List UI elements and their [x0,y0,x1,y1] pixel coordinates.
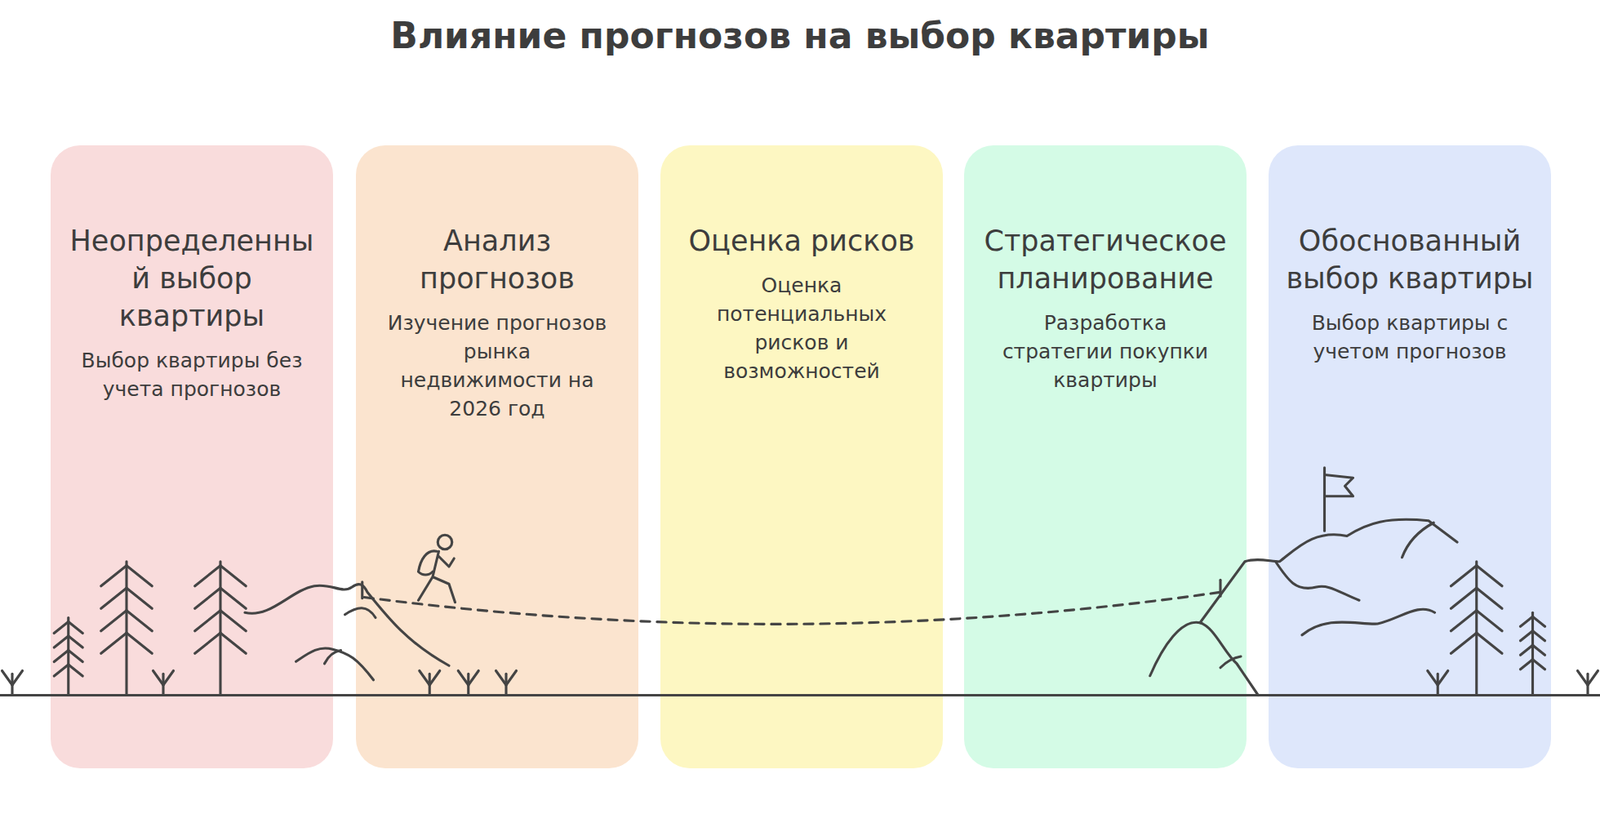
stroke [124,561,128,696]
stroke [101,565,127,587]
stroke [126,565,152,587]
hiker [418,534,456,603]
stage-heading: Стратегическое планирование [975,222,1236,298]
stroke [1476,565,1503,587]
stage-description: Выбор квартиры с учетом прогнозов [1293,308,1527,366]
stroke [126,587,152,609]
stroke [101,632,127,654]
stroke [1577,671,1589,686]
stage-column: Неопределенный выбор квартирыВыбор кварт… [50,145,334,769]
stroke [1476,610,1503,632]
stage-description: Выбор квартиры без учета прогнозов [75,346,309,404]
stage-heading: Неопределенный выбор квартиры [62,222,322,335]
dashed-path [364,591,1221,624]
stroke [220,565,246,587]
stroke [1451,587,1477,609]
stroke [163,671,174,686]
stroke [153,671,165,686]
left-hill [244,582,449,680]
stage-description: Оценка потенциальных рисков и возможност… [684,271,919,386]
stroke [496,671,507,686]
stroke [506,671,517,686]
stroke [429,671,440,686]
stroke [195,632,221,654]
stroke [195,587,221,609]
stroke [1437,671,1449,686]
trees [53,561,1545,696]
stroke [1520,631,1534,641]
stroke [2,671,14,686]
stage-description: Изучение прогнозов рынка недвижимости на… [380,308,614,423]
stroke [1475,561,1478,696]
stroke [1533,631,1546,641]
stage-heading: Обоснованный выбор квартиры [1280,222,1540,298]
stroke [195,610,221,632]
stroke [1451,632,1477,654]
stroke [1451,610,1477,632]
stroke [1520,644,1534,655]
stroke [1520,616,1534,627]
stroke [53,635,69,648]
stroke [101,587,127,609]
stroke [126,610,152,632]
stroke [457,671,469,686]
stage-column: Стратегическое планированиеРазработка ст… [964,145,1247,769]
stroke [1476,632,1503,654]
stroke [53,664,69,676]
stroke [66,617,70,696]
stroke [12,671,23,686]
stroke [218,561,222,696]
stroke [1587,671,1599,686]
stroke [1531,612,1534,695]
stage-heading: Анализ прогнозов [367,222,627,298]
stroke [1476,587,1503,609]
stroke [1533,659,1546,670]
stroke [68,622,84,634]
ground-line [0,693,1600,697]
stage-column: Анализ прогнозовИзучение прогнозов рынка… [355,145,639,769]
stroke [1533,616,1546,627]
stroke [1427,671,1439,686]
stroke [68,650,84,663]
grass-tufts [2,671,1599,696]
stage-column: Оценка рисковОценка потенциальных рисков… [660,145,943,769]
diagram-title: Влияние прогнозов на выбор квартиры [0,14,1600,57]
stroke [53,622,69,634]
right-mountain [1150,467,1458,696]
stroke [468,671,480,686]
stroke [68,635,84,648]
stroke [419,671,431,686]
stroke [1520,659,1534,670]
stage-column: Обоснованный выбор квартирыВыбор квартир… [1268,145,1552,769]
stroke [1533,644,1546,655]
stroke [220,632,246,654]
stage-description: Разработка стратегии покупки квартиры [988,308,1223,395]
stroke [53,650,69,663]
stroke [220,610,246,632]
stroke [101,610,127,632]
stroke [195,565,221,587]
stroke [68,664,84,676]
stage-heading: Оценка рисков [671,222,932,260]
stroke [220,587,246,609]
stroke [1451,565,1477,587]
stroke [126,632,152,654]
